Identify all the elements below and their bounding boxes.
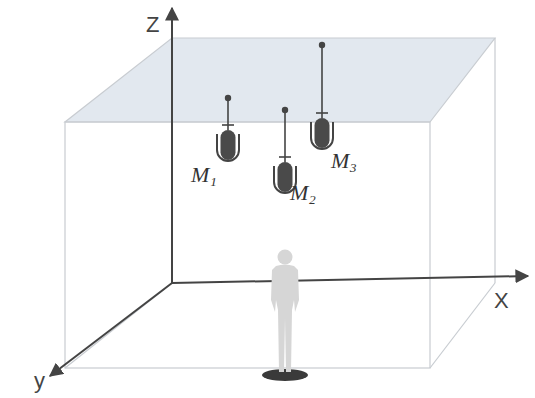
axis-label: Z [146, 14, 159, 36]
microphone [274, 107, 296, 193]
microphone-label: M₁ [191, 164, 217, 186]
microphone-label: M₃ [331, 150, 357, 172]
person [262, 250, 308, 382]
axis-label: X [494, 290, 509, 312]
microphone-label: M₂ [290, 182, 316, 204]
microphone [217, 95, 239, 161]
microphone [311, 42, 333, 149]
ceiling [65, 38, 495, 122]
axes [50, 8, 528, 376]
axis-label: y [34, 370, 45, 392]
